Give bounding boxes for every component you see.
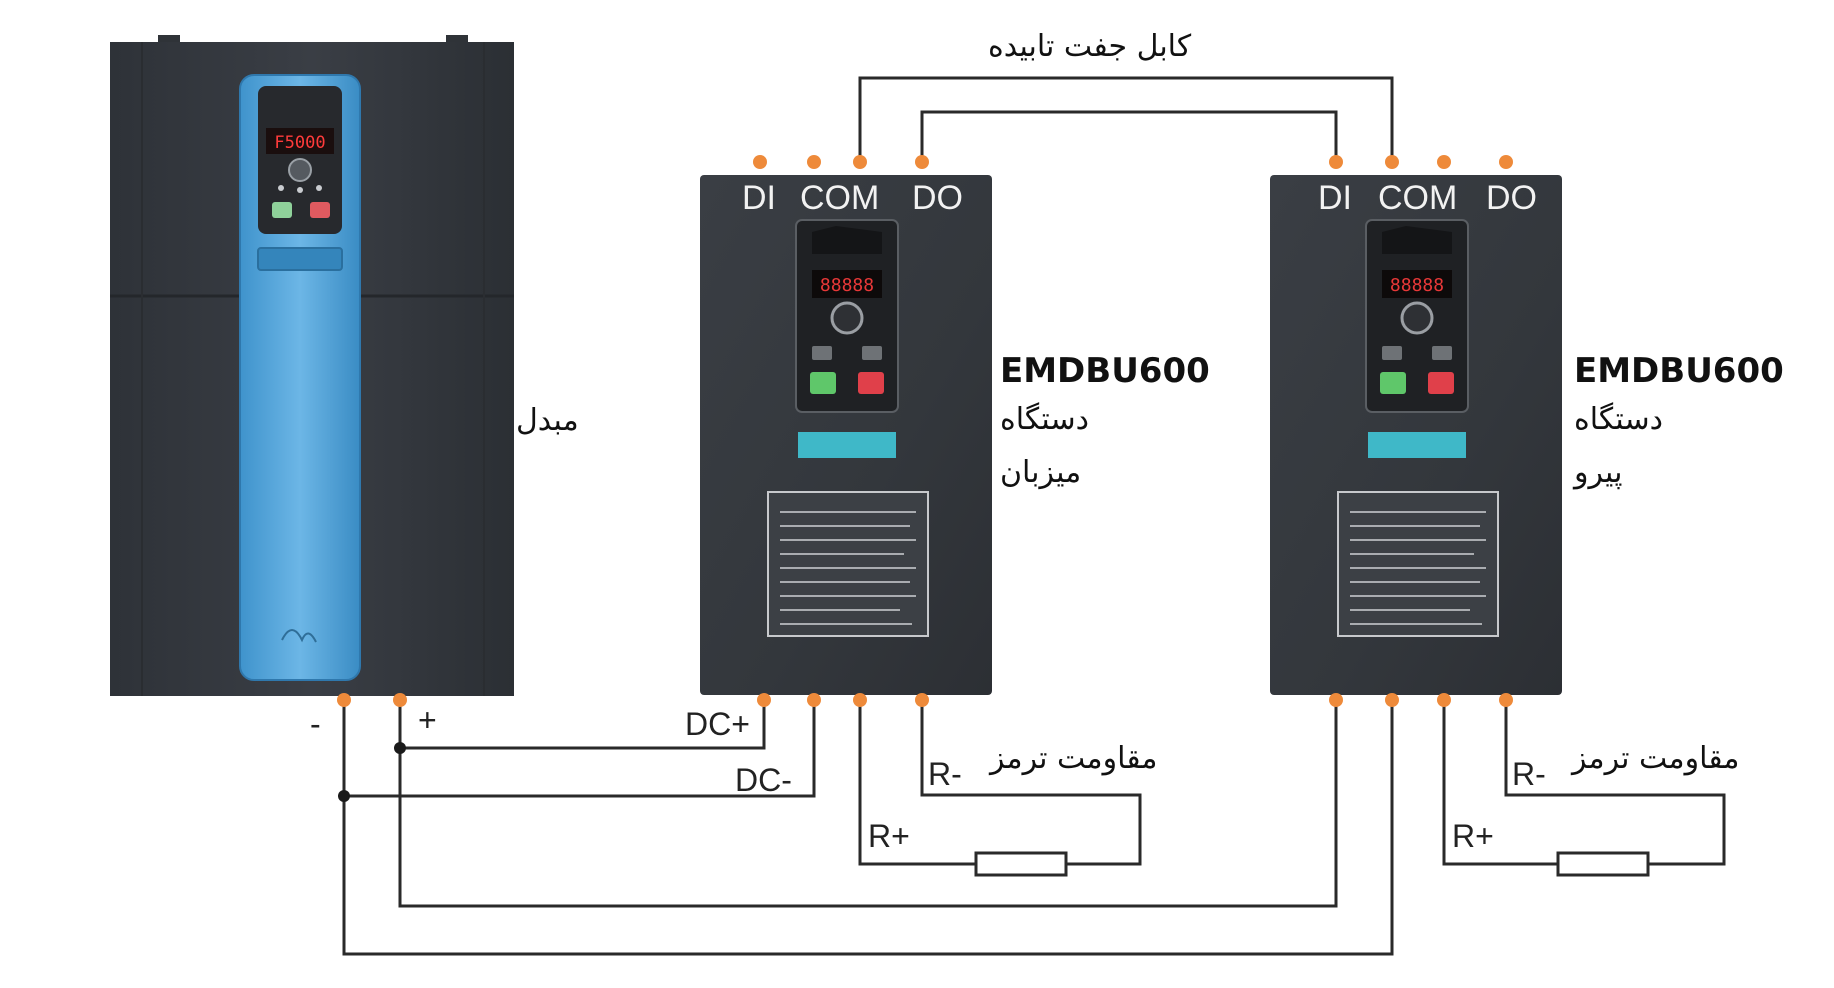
wire-inverter-plus-to-follower — [398, 700, 1338, 908]
follower-unit-name-line1: دستگاه — [1574, 402, 1663, 437]
wire-host-r-minus — [920, 700, 1142, 866]
inverter-key-dot — [316, 185, 322, 191]
follower-unit-key — [1432, 346, 1452, 360]
host-label-com: COM — [800, 179, 880, 217]
host-terminal-do — [915, 155, 929, 169]
wire-follower-r-minus — [1504, 700, 1726, 866]
follower-unit-run-button — [1380, 372, 1406, 394]
wire-dc-plus-host — [400, 700, 766, 750]
follower-unit-warning-label — [1337, 491, 1499, 637]
junction-dot-minus — [338, 790, 350, 802]
follower-terminal-di — [1329, 155, 1343, 169]
wire-inverter-minus-to-follower — [342, 700, 1394, 956]
inverter-device: F5000 — [110, 35, 514, 696]
host-terminal-dc-minus — [807, 693, 821, 707]
follower-terminal-do — [1499, 155, 1513, 169]
inverter-stop-button — [310, 202, 330, 218]
follower-r-plus-label: R+ — [1452, 818, 1494, 854]
inverter-key-dot — [297, 187, 303, 193]
wire-com-to-com — [858, 76, 1394, 162]
follower-brake-resistor-label: مقاومت ترمز — [1572, 741, 1740, 776]
follower-unit-model-label: EMDBU600 — [1574, 351, 1784, 391]
inverter-run-button — [272, 202, 292, 218]
host-unit-key — [812, 346, 832, 360]
follower-unit-knob — [1400, 301, 1434, 335]
host-terminal-com — [853, 155, 867, 169]
follower-terminal-r-plus — [1437, 693, 1451, 707]
host-dc-minus-label: DC- — [735, 762, 792, 798]
terminal-dots — [337, 155, 1513, 707]
inverter-terminal-minus — [337, 693, 351, 707]
follower-unit-stop-button — [1428, 372, 1454, 394]
inverter-plus-label: + — [418, 702, 437, 738]
host-brake-resistor-label: مقاومت ترمز — [990, 741, 1158, 776]
follower-unit-display-text: 88888 — [1390, 275, 1444, 296]
inverter-knob — [288, 158, 312, 182]
follower-label-com: COM — [1378, 179, 1458, 217]
inverter-name-label: مبدل — [516, 403, 579, 438]
host-unit-display — [812, 270, 882, 298]
host-unit-knob — [830, 301, 864, 335]
host-unit-model-label: EMDBU600 — [1000, 351, 1210, 391]
host-unit-display-text: 88888 — [820, 275, 874, 296]
follower-terminal-dc-plus — [1329, 693, 1343, 707]
host-unit-warning-label — [767, 491, 929, 637]
wires — [342, 76, 1726, 956]
wire-host-r-plus — [858, 700, 976, 866]
inverter-key-dot — [278, 185, 284, 191]
host-unit-run-button — [810, 372, 836, 394]
follower-unit-display — [1382, 270, 1452, 298]
twisted-pair-cable-label: کابل جفت تابیده — [988, 29, 1192, 64]
host-label-di: DI — [742, 179, 776, 217]
follower-terminal-dc-minus — [1385, 693, 1399, 707]
follower-label-do: DO — [1486, 179, 1537, 217]
follower-unit-key — [1382, 346, 1402, 360]
follower-label-di: DI — [1318, 179, 1352, 217]
follower-unit-label-text-lines — [1350, 511, 1486, 625]
host-terminal-r-plus — [853, 693, 867, 707]
follower-unit-keypad-hood — [1382, 226, 1452, 254]
wire-dc-minus-host — [344, 700, 816, 798]
host-unit-key — [862, 346, 882, 360]
host-unit-status-window — [798, 432, 896, 458]
host-unit-name-line2: میزبان — [1000, 455, 1082, 490]
follower-terminal-aux — [1437, 155, 1451, 169]
host-unit-device: 88888 — [700, 175, 992, 695]
follower-unit-device: 88888 — [1270, 175, 1562, 695]
host-terminal-aux — [807, 155, 821, 169]
host-unit-label-text-lines — [780, 511, 916, 625]
inverter-minus-label: - — [310, 706, 321, 742]
inverter-status-window — [257, 247, 343, 271]
follower-terminal-com — [1385, 155, 1399, 169]
inverter-terminal-plus — [393, 693, 407, 707]
inverter-logo — [281, 629, 317, 643]
wire-follower-r-plus — [1442, 700, 1558, 866]
follower-terminal-r-minus — [1499, 693, 1513, 707]
host-terminal-dc-plus — [757, 693, 771, 707]
junction-dot-plus — [394, 742, 406, 754]
host-r-plus-label: R+ — [868, 818, 910, 854]
host-label-do: DO — [912, 179, 963, 217]
follower-unit-name-line2: پیرو — [1574, 455, 1623, 490]
host-dc-plus-label: DC+ — [685, 706, 750, 742]
host-brake-resistor — [974, 851, 1068, 877]
host-terminal-r-minus — [915, 693, 929, 707]
follower-r-minus-label: R- — [1512, 756, 1546, 792]
wire-do-to-di — [920, 110, 1338, 162]
host-unit-stop-button — [858, 372, 884, 394]
follower-brake-resistor — [1556, 851, 1650, 877]
host-r-minus-label: R- — [928, 756, 962, 792]
host-unit-name-line1: دستگاه — [1000, 402, 1089, 437]
inverter-display-text: F5000 — [274, 133, 325, 153]
host-terminal-di — [753, 155, 767, 169]
host-unit-keypad-hood — [812, 226, 882, 254]
inverter-display — [266, 128, 334, 154]
follower-unit-status-window — [1368, 432, 1466, 458]
